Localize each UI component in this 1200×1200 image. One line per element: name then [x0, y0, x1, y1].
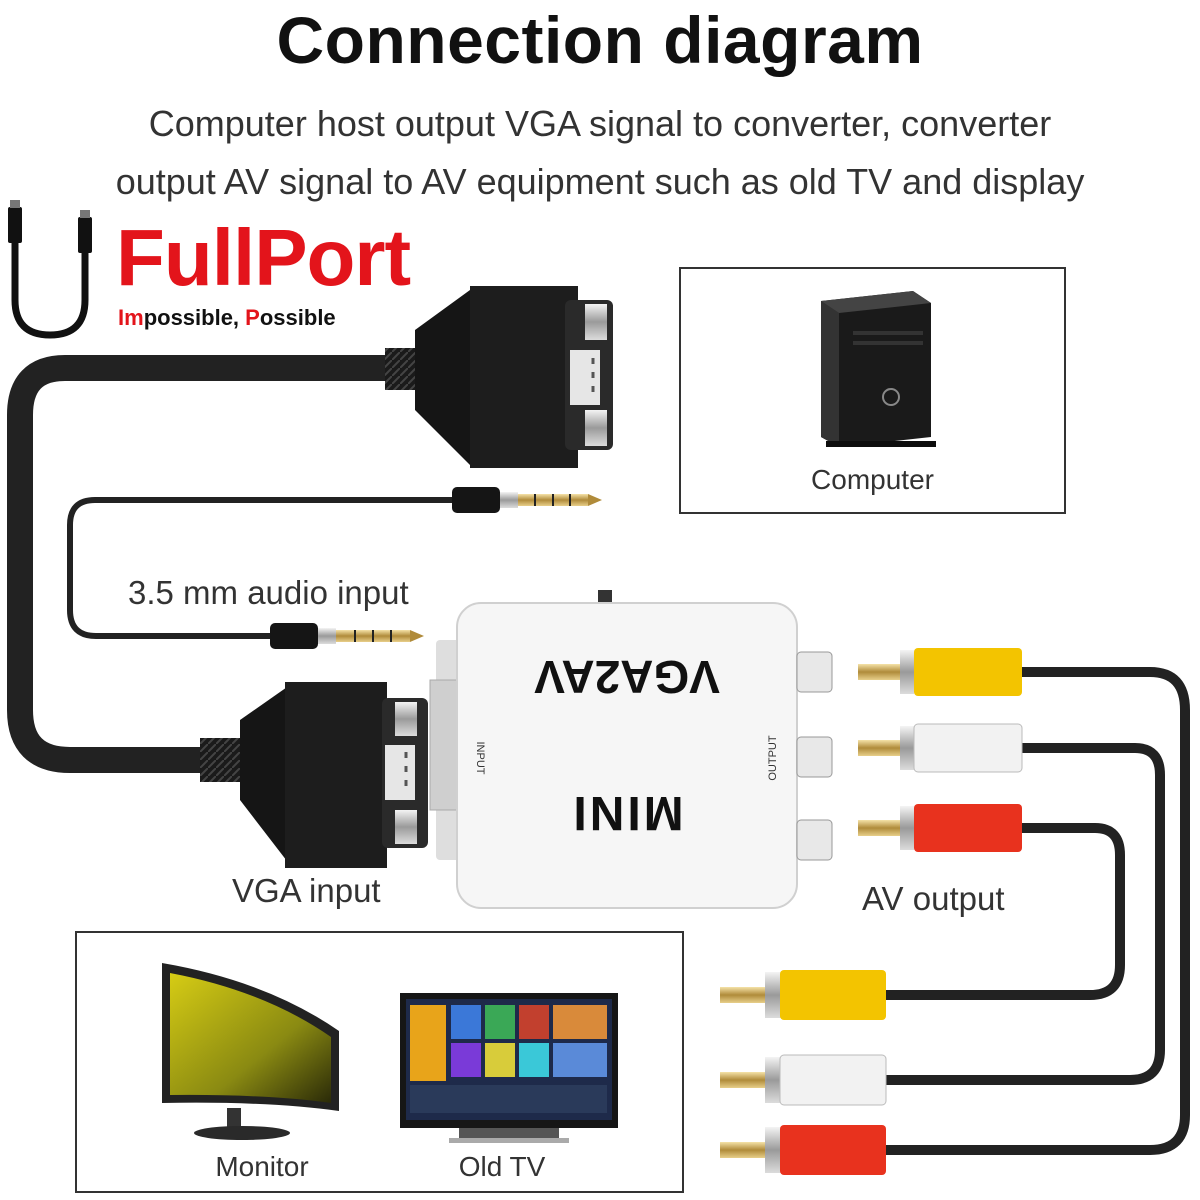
audio-input-label: 3.5 mm audio input	[128, 574, 409, 611]
audio-plug-top	[452, 487, 602, 513]
vga2av-converter	[429, 590, 833, 909]
brand-logo: FullPort	[116, 213, 411, 302]
diagram-title: Connection diagram	[276, 3, 924, 77]
rca-cable-white	[885, 743, 1165, 1085]
av-output-label: AV output	[862, 880, 1005, 917]
rca-plug-red-bottom	[720, 1125, 886, 1175]
rca-plug-white-bottom	[720, 1054, 887, 1106]
rca-cable-red	[885, 823, 1125, 1000]
cable-logo-icon	[8, 200, 92, 339]
description-line-2: output AV signal to AV equipment such as…	[115, 161, 1085, 202]
rca-cable-yellow	[885, 667, 1190, 1155]
vga-connector-top	[385, 286, 613, 468]
monitor-icon	[162, 963, 339, 1140]
old-tv-icon	[400, 993, 618, 1143]
rca-plug-white-top	[858, 723, 1023, 773]
monitor-caption: Monitor	[215, 1151, 309, 1182]
computer-caption: Computer	[811, 464, 934, 495]
brand-tagline: Impossible, Possible	[118, 305, 336, 330]
vga-input-label: VGA input	[232, 872, 381, 909]
rca-plug-red-top	[858, 804, 1022, 852]
audio-plug-bottom	[270, 623, 424, 649]
old-tv-caption: Old TV	[458, 1151, 546, 1182]
rca-plug-yellow-top	[858, 648, 1022, 696]
converter-output-label: OUTPUT	[767, 735, 779, 781]
devices-panel: Monitor Old TV	[75, 931, 684, 1193]
vga-cable	[7, 355, 398, 773]
converter-model-label: VGA2AV	[534, 651, 720, 703]
computer-panel: Computer	[679, 267, 1066, 514]
rca-plug-yellow-bottom	[720, 970, 886, 1020]
vga-connector-bottom	[200, 682, 428, 868]
converter-input-label: INPUT	[474, 741, 486, 775]
computer-tower-icon	[821, 291, 936, 447]
description-line-1: Computer host output VGA signal to conve…	[148, 103, 1052, 144]
converter-mini-label: MINI	[570, 786, 684, 839]
audio-cable	[67, 497, 452, 639]
